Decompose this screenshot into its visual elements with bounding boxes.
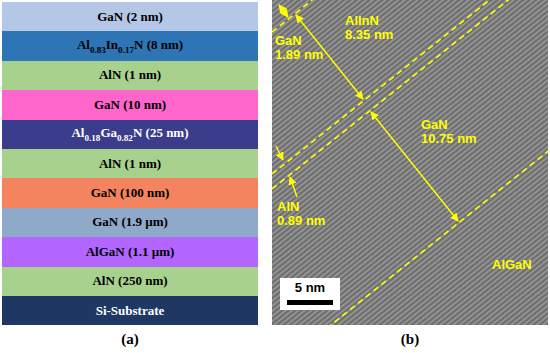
layer-label: Al0.18Ga0.82N (25 nm) (71, 125, 188, 143)
layer-band: Si-Substrate (2, 296, 258, 325)
layer-band: AlN (1 nm) (2, 149, 258, 178)
layer-annotation: AlGaN (492, 258, 532, 272)
layer-label: AlN (250 nm) (92, 273, 167, 289)
thickness-arrow (276, 146, 283, 160)
interface-line (272, 0, 520, 189)
layer-band: AlN (250 nm) (2, 267, 258, 296)
scale-bar-box (280, 278, 340, 310)
layer-band: GaN (1.9 µm) (2, 208, 258, 237)
layer-band: Al0.18Ga0.82N (25 nm) (2, 120, 258, 149)
thickness-arrow (290, 177, 297, 197)
layer-band: AlN (1 nm) (2, 61, 258, 90)
layer-band: Al0.83In0.17N (8 nm) (2, 31, 258, 60)
layer-label: GaN (2 nm) (97, 9, 163, 25)
layer-band: AlGaN (1.1 µm) (2, 237, 258, 266)
tem-micrograph (272, 0, 548, 325)
panel-label: (a) (121, 332, 139, 346)
layer-label: GaN (10 nm) (94, 97, 166, 113)
layer-band: GaN (100 nm) (2, 178, 258, 207)
layer-annotation: AlInN 8.35 nm (345, 14, 393, 42)
scale-bar (287, 300, 333, 305)
layer-label: GaN (1.9 µm) (92, 214, 168, 230)
layer-annotation: GaN 10.75 nm (421, 118, 477, 146)
layer-annotation: GaN 1.89 nm (275, 34, 323, 62)
layer-label: Si-Substrate (96, 303, 165, 319)
layer-label: GaN (100 nm) (91, 185, 170, 201)
layer-annotation: AlN 0.89 nm (277, 200, 325, 228)
interface-line (272, 151, 548, 325)
layer-label: Al0.83In0.17N (8 nm) (77, 37, 183, 55)
scale-label: 5 nm (295, 281, 325, 295)
layer-label: AlGaN (1.1 µm) (86, 244, 175, 260)
layer-label: AlN (1 nm) (99, 156, 161, 172)
layer-band: GaN (2 nm) (2, 2, 258, 31)
interface-line (272, 0, 500, 174)
layer-band: GaN (10 nm) (2, 90, 258, 119)
layer-label: AlN (1 nm) (99, 67, 161, 83)
thickness-arrow (279, 5, 288, 17)
panel-label: (b) (401, 332, 419, 346)
